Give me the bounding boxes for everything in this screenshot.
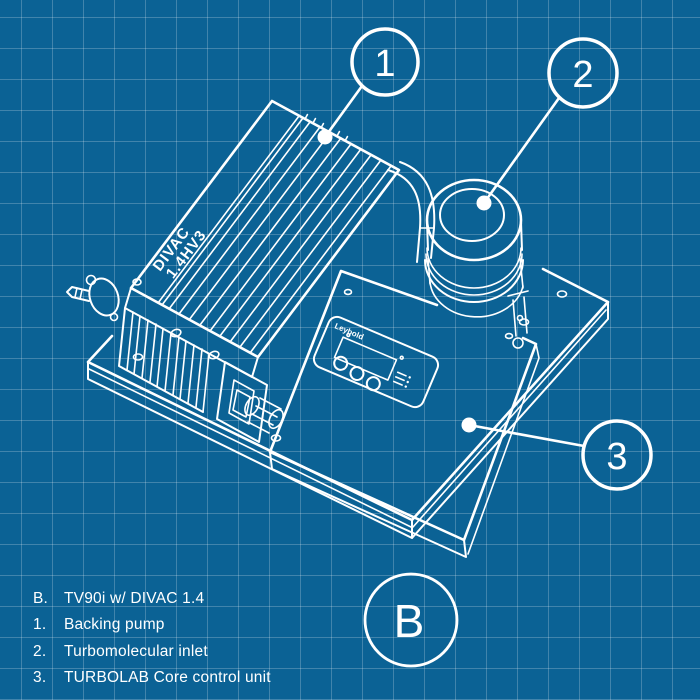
pump-power-connector [216,361,268,443]
legend-row-1: 1. Backing pump [33,612,271,638]
legend-label: TURBOLAB Core control unit [64,669,271,687]
legend: B. TV90i w/ DIVAC 1.4 1. Backing pump 2.… [33,586,271,692]
callout-circle-3 [581,419,653,491]
figure-label: B [363,572,459,668]
backing-pump: DIVAC 1.4HV3 [66,99,436,443]
panel-indicator-marks [392,371,411,388]
figure-label-circle [363,572,459,668]
base-plate [86,267,610,539]
callout-2: 2 [476,37,619,211]
turbomolecular-inlet [424,178,524,318]
callout-number-2: 2 [572,54,593,96]
callout-circle-1 [350,27,420,97]
leader-dot-3 [461,417,477,433]
leader-dot-1 [317,129,333,145]
figure-label-letter: B [394,595,425,647]
callout-1: 1 [317,27,420,145]
leader-line-1 [323,84,364,139]
legend-row-3: 3. TURBOLAB Core control unit [33,665,271,691]
pump-top-fins [168,121,392,354]
panel-brand-text: Leybold [333,321,365,341]
legend-row-b: B. TV90i w/ DIVAC 1.4 [33,586,271,612]
control-panel: Leybold [312,315,440,409]
legend-label: Turbomolecular inlet [64,642,208,660]
legend-key: 3. [33,669,47,687]
legend-label: TV90i w/ DIVAC 1.4 [64,590,205,607]
pump-exhaust-fitting [244,395,284,434]
lifting-bracket [387,161,436,263]
pump-inlet-barb [66,286,90,302]
legend-key: 1. [33,616,47,634]
callout-number-3: 3 [606,436,627,478]
panel-buttons [333,355,381,392]
control-unit: Leybold [268,269,540,558]
legend-row-2: 2. Turbomolecular inlet [33,639,271,665]
callout-number-1: 1 [374,43,395,85]
pump-nameplate: DIVAC 1.4HV3 [150,224,210,282]
leader-dot-2 [476,195,492,211]
legend-key: B. [33,590,49,607]
pump-motor-fins [118,307,210,413]
leader-line-3 [467,423,586,448]
callout-3: 3 [461,417,653,491]
callout-circle-2 [547,37,619,109]
pump-end-cap [85,274,142,322]
legend-label: Backing pump [64,616,165,634]
inlet-bracket [507,290,529,349]
leader-line-2 [482,96,561,205]
legend-key: 2. [33,642,47,660]
